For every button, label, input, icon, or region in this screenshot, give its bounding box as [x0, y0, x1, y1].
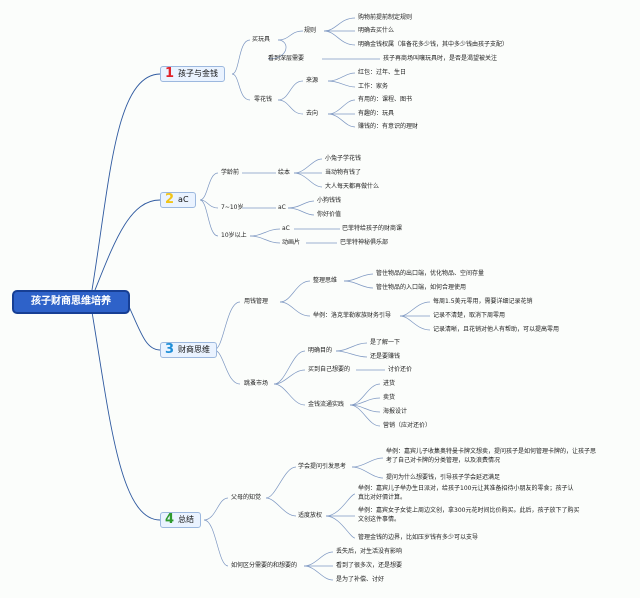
node-age-7-10[interactable]: 7~10岁 [221, 204, 244, 211]
node-ask-questions[interactable]: 学会提问引发思考 [298, 463, 347, 470]
node-age-10-plus[interactable]: 10岁以上 [221, 232, 247, 239]
node-buy-toys[interactable]: 买玩具 [252, 36, 271, 43]
node-delegate-3[interactable]: 管理金钱的边界，比如压岁钱有多少可以支导 [358, 534, 479, 541]
node-circulation-4[interactable]: 营销（应对还价） [383, 422, 432, 429]
topic-number-4: 4 [165, 512, 175, 527]
topic-number-3: 3 [165, 342, 175, 357]
node-ac-book-1[interactable]: 小狗钱钱 [317, 197, 342, 204]
node-fun[interactable]: 有趣的：玩具 [358, 110, 395, 117]
node-ac-2-leaf[interactable]: 巴菲特给孩子的财商课 [342, 225, 403, 232]
node-ac-1[interactable]: aC [278, 204, 286, 211]
node-pocket-money[interactable]: 零花钱 [254, 96, 273, 103]
topic-label: 财商思维 [178, 345, 211, 354]
node-parent-awareness[interactable]: 父母的知觉 [231, 494, 262, 501]
topic-label: 总结 [178, 515, 195, 524]
node-source[interactable]: 来源 [306, 77, 319, 84]
topic-number-1: 1 [165, 66, 175, 81]
node-rockefeller-example[interactable]: 举例：洛克菲勒家族财务引导 [313, 312, 392, 319]
node-goal-2[interactable]: 还是要赚钱 [370, 353, 401, 360]
node-tidy-1[interactable]: 管住物品的出口端，优化物品、空间存量 [376, 270, 485, 277]
node-destination[interactable]: 去向 [306, 110, 319, 117]
node-ac-book-2[interactable]: 你好价值 [317, 211, 342, 218]
node-earning[interactable]: 赚钱的：有意识的理财 [358, 123, 419, 130]
node-book-2[interactable]: 当动物有钱了 [325, 169, 362, 176]
node-need-vs-want[interactable]: 如何区分需要的和想要的 [231, 562, 298, 569]
node-circulation-3[interactable]: 海报设计 [383, 408, 408, 415]
node-rule-2[interactable]: 明确去买什么 [358, 27, 395, 34]
node-need-1[interactable]: 丢失后，对生活没有影响 [336, 548, 403, 555]
node-money-circulation[interactable]: 金钱流通实践 [308, 401, 345, 408]
node-ac-2[interactable]: aC [282, 225, 290, 232]
topic-label: 孩子与金钱 [178, 69, 219, 78]
node-book-3[interactable]: 大人每天都再做什么 [325, 183, 380, 190]
node-get-wanted[interactable]: 买到自己想要的 [308, 366, 351, 373]
node-deep-needs[interactable]: 看到深层需要 [268, 55, 305, 62]
node-delegate-1a[interactable]: 举例：嘉宾儿子举办生日派对，给孩子100元让其准备招待小朋友的零食；孩子认 [358, 485, 574, 492]
node-rules[interactable]: 规则 [304, 27, 317, 34]
mindmap-root[interactable]: 孩子财商思维培养 [12, 290, 130, 314]
node-picture-books[interactable]: 绘本 [278, 169, 291, 176]
node-rockefeller-2[interactable]: 记录不清楚，取消下周零用 [433, 312, 506, 319]
node-cartoon-leaf[interactable]: 巴菲特神秘俱乐部 [340, 239, 389, 246]
node-preschool[interactable]: 学龄前 [221, 169, 240, 176]
node-flea-market[interactable]: 跳蚤市场 [244, 380, 269, 387]
node-clear-goal[interactable]: 明确目的 [308, 347, 333, 354]
node-goal-1[interactable]: 是了解一下 [370, 339, 401, 346]
node-circulation-2[interactable]: 卖货 [383, 394, 396, 401]
node-delegate[interactable]: 适度放权 [298, 512, 323, 519]
node-tidy-2[interactable]: 管住物品的入口端，如何合理使用 [376, 284, 467, 291]
topic-label: aC [178, 195, 189, 204]
node-ask-example-1b[interactable]: 考了自己对卡牌的分类管理，以及浪费情况 [386, 457, 501, 464]
node-cartoon[interactable]: 动画片 [282, 239, 301, 246]
node-red-packet[interactable]: 红包：过年、生日 [358, 69, 407, 76]
node-need-2[interactable]: 看到了很多次，还是想要 [336, 562, 403, 569]
node-need-3[interactable]: 是为了补偿、讨好 [336, 576, 385, 583]
node-deep-needs-leaf[interactable]: 孩子再商场叫嚷玩具时，是否是渴望被关注 [383, 55, 498, 62]
node-delegate-2a[interactable]: 举例：嘉宾女子女徒上周边文创，拿300元花时间比价购买。此后，孩子放下了购买 [358, 507, 580, 514]
node-rule-1[interactable]: 购物前提前制定规则 [358, 14, 413, 21]
node-rockefeller-1[interactable]: 每周1.5美元零用，需要详细记录花销 [433, 298, 533, 305]
node-delegate-1b[interactable]: 真比对好價计算。 [358, 494, 407, 501]
node-bargain[interactable]: 讨价还价 [388, 366, 413, 373]
node-tidy-thinking[interactable]: 整理思维 [313, 277, 338, 284]
node-work[interactable]: 工作：家务 [358, 83, 389, 90]
node-ask-example-1a[interactable]: 举例：嘉宾儿子收集奥特曼卡牌文想卖，提问孩子是如何管理卡牌的，让孩子思 [386, 448, 597, 455]
node-book-1[interactable]: 小兔子学花钱 [325, 155, 362, 162]
node-delegate-2b[interactable]: 文创这件事情。 [358, 516, 401, 523]
node-useful[interactable]: 有用的：课程、图书 [358, 96, 413, 103]
topic-number-2: 2 [165, 192, 175, 207]
node-circulation-1[interactable]: 进货 [383, 380, 396, 387]
node-rockefeller-3[interactable]: 记录清晰，且花销对他人有帮助，可以提高零用 [433, 326, 560, 333]
node-rule-3[interactable]: 明确金钱权属（准备花多少钱，其中多少钱由孩子支配） [358, 41, 509, 48]
node-ask-example-2[interactable]: 提问为什么想要钱，引导孩子学会延迟满足 [386, 474, 501, 481]
node-money-management[interactable]: 用钱管理 [244, 298, 269, 305]
